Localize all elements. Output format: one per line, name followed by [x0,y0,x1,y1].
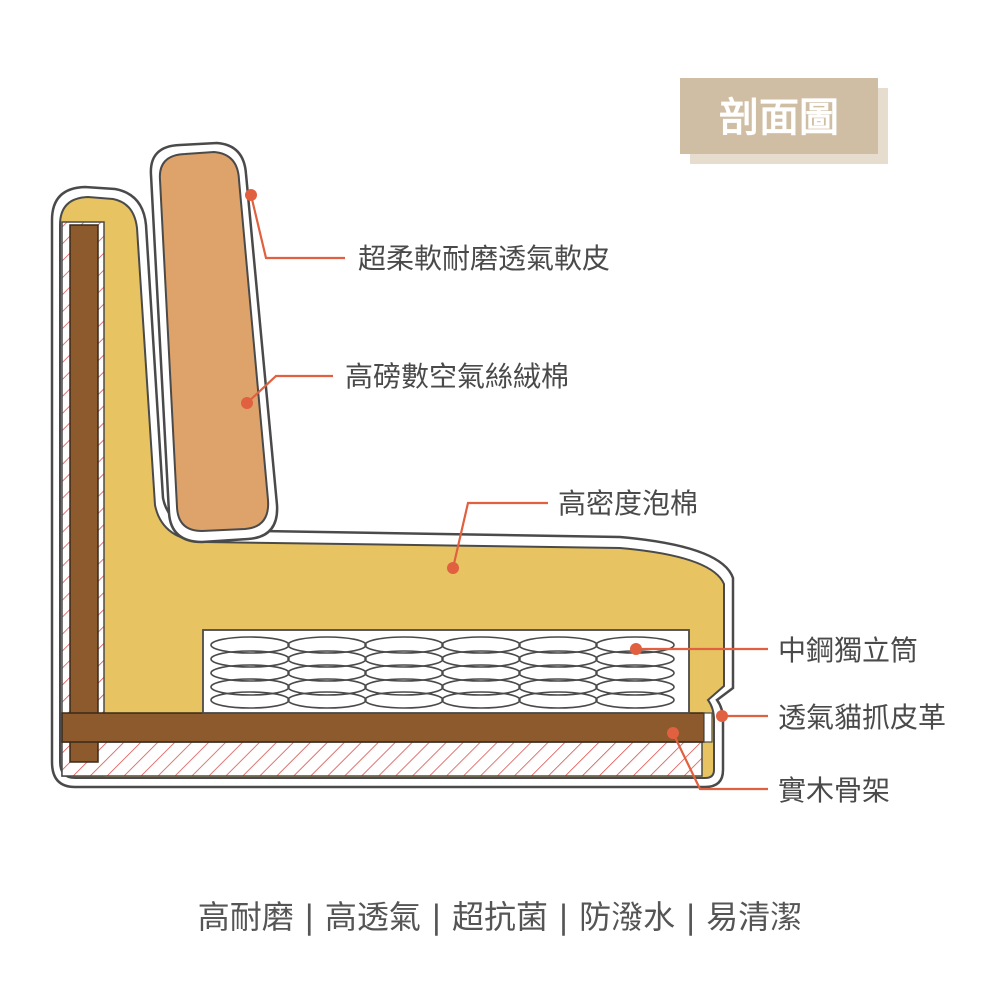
title-text: 剖面圖 [719,95,839,141]
spring-ring [287,650,367,668]
spring-ring [441,691,521,709]
leader-dot [630,643,642,655]
spring-ring [210,636,290,654]
spring-box-frame [202,629,690,714]
spring-ring [595,691,675,709]
spring-ring [210,678,290,696]
spring-ring [441,636,521,654]
spring-ring [441,664,521,682]
spring-ring [287,691,367,709]
hatch-bottom [61,741,703,777]
callout-springs: 中鋼獨立筒 [630,634,918,667]
leader-dot [241,397,253,409]
spring-ring [364,650,444,668]
wood-frame-horizontal [61,712,705,743]
label-leather: 超柔軟耐磨透氣軟皮 [358,242,610,275]
callout-cat-scratch: 透氣貓抓皮革 [716,701,946,734]
label-springs: 中鋼獨立筒 [778,634,918,667]
spring-coil [210,636,290,709]
spring-ring [518,678,598,696]
spring-coil [364,636,444,709]
leader-line [249,194,345,260]
leader-line [246,374,333,404]
back-cushion-padding [158,150,270,533]
title-badge: 剖面圖 [680,78,888,164]
spring-box [202,629,690,714]
leader-dot [716,710,728,722]
back-cushion [149,141,279,544]
spring-ring [210,691,290,709]
leader-dot [245,189,257,201]
callouts: 超柔軟耐磨透氣軟皮 高磅數空氣絲絨棉 高密度泡棉 中鋼獨立筒 透氣貓抓皮革 實木… [241,189,946,807]
spring-ring [287,678,367,696]
spring-ring [595,664,675,682]
label-frame: 實木骨架 [778,774,890,807]
spring-ring [441,650,521,668]
spring-coils [210,636,675,709]
wood-frame-vertical [69,224,99,763]
callout-foam: 高密度泡棉 [447,487,698,574]
label-foam: 高密度泡棉 [558,487,698,520]
spring-ring [364,636,444,654]
spring-coil [441,636,521,709]
wood-frame [61,224,713,763]
spring-ring [287,664,367,682]
spring-ring [518,664,598,682]
spring-ring [518,650,598,668]
spring-ring [518,636,598,654]
label-cat-scratch: 透氣貓抓皮革 [778,701,946,734]
callout-padding: 高磅數空氣絲絨棉 [241,360,569,409]
spring-ring [518,691,598,709]
spring-ring [441,678,521,696]
spring-ring [595,678,675,696]
callout-frame: 實木骨架 [667,727,890,807]
title-badge-box [680,78,878,154]
spring-ring [364,678,444,696]
callout-leather: 超柔軟耐磨透氣軟皮 [245,189,610,275]
label-padding: 高磅數空氣絲絨棉 [345,360,569,393]
spring-ring [364,691,444,709]
spring-coil [287,636,367,709]
leader-dot [667,727,679,739]
frame-end-cap [703,712,713,743]
leader-dot [447,562,459,574]
leader-line [451,501,548,569]
spring-coil [518,636,598,709]
spring-ring [287,636,367,654]
spring-ring [210,650,290,668]
leader-line [672,732,768,791]
spring-ring [364,664,444,682]
spring-ring [210,664,290,682]
feature-footer: 高耐磨 | 高透氣 | 超抗菌 | 防潑水 | 易清潔 [198,898,803,936]
